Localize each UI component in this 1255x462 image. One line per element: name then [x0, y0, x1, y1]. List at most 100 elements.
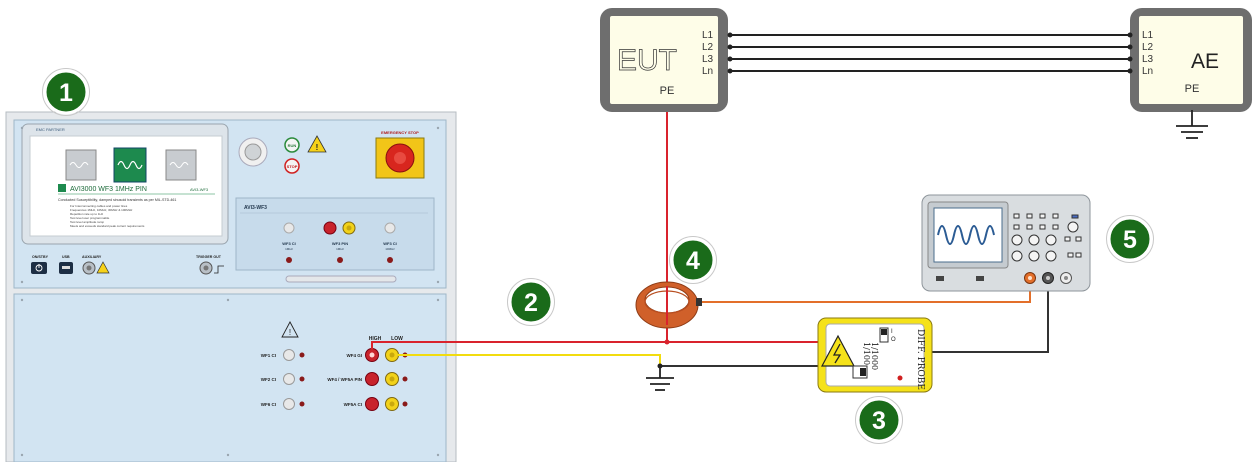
emergency-label: EMERGENCY STOP [381, 130, 419, 135]
output-port[interactable] [283, 349, 295, 361]
module-port-high[interactable] [323, 221, 337, 235]
module-led [387, 257, 393, 263]
badge-4: 4 [669, 236, 717, 284]
screen-wave-tile-left[interactable] [65, 149, 97, 181]
screen-bullets: For Interconnecting cables and power lin… [70, 204, 145, 228]
module-port-sub: 10MHz [385, 247, 395, 251]
badge-number: 5 [1123, 226, 1137, 254]
output-port-high[interactable] [365, 372, 379, 386]
screen-tag: AVI3-WF3 [190, 187, 209, 192]
switch-off-label: O [891, 337, 896, 343]
black-wire [932, 282, 1049, 353]
scope-knob[interactable] [1067, 221, 1079, 233]
terminal-dots [727, 32, 1133, 74]
warning-icon [281, 321, 299, 338]
output-led [402, 401, 408, 407]
stop-label: STOP [287, 164, 298, 169]
output-label: WF4 / WF5A PIN [327, 377, 362, 382]
ae-line-label: L2 [1142, 42, 1154, 53]
ae-box: AE PE L1 L2 L3 Ln [1130, 8, 1252, 112]
low-label: LOW [391, 336, 403, 342]
badge-3: 3 [855, 396, 903, 444]
ground-icon [646, 366, 674, 391]
scope-button[interactable] [936, 276, 944, 281]
scope-key[interactable] [1067, 252, 1074, 258]
screen-bullet: Repetition rate up to 1Hz [70, 212, 104, 216]
screen-bullet: Frequencies 1MHz, 10MHz, 30MHz & 100MHz [70, 208, 133, 212]
module-port-sub: 1MHz [336, 247, 344, 251]
scope-key[interactable] [1026, 224, 1033, 230]
eut-line-label: L1 [702, 30, 714, 41]
output-label: WF6 CI [261, 402, 276, 407]
module-title: AVI3-WF3 [244, 205, 267, 211]
screen-subtitle: Conducted Susceptibility, damped sinusoi… [58, 198, 176, 202]
scope-key[interactable] [1039, 213, 1046, 219]
badge-number: 2 [524, 289, 538, 317]
number-badges: 1 2 3 4 5 [42, 68, 1154, 444]
eut-line-label: L3 [702, 54, 714, 65]
output-ports-right [365, 348, 408, 411]
scope-key[interactable] [1052, 213, 1059, 219]
usb-label: USB [62, 255, 70, 259]
output-led [299, 401, 305, 407]
screen-wave-tile-right[interactable] [165, 149, 197, 181]
onstby-label: ON/STBY [32, 255, 49, 259]
module-port-left[interactable] [283, 222, 295, 234]
wire-junction [664, 339, 670, 345]
badge-number: 4 [686, 247, 700, 275]
scope-knob[interactable] [1028, 250, 1040, 262]
module-port-label: WF3 PIN [332, 241, 348, 246]
scope-knob[interactable] [1045, 234, 1057, 246]
output-port[interactable] [283, 373, 295, 385]
eut-pe-label: PE [660, 85, 675, 97]
scope-key[interactable] [1075, 252, 1082, 258]
scope-button[interactable] [976, 276, 984, 281]
scope-key[interactable] [1013, 224, 1020, 230]
run-button[interactable] [284, 137, 300, 153]
module-led [337, 257, 343, 263]
scope-key[interactable] [1013, 213, 1020, 219]
warning-icon [96, 261, 110, 274]
output-label: WF1 CI [261, 353, 276, 358]
probe-ratio-2: 1/100 [862, 342, 871, 365]
eut-label: EUT [617, 44, 677, 77]
high-voltage-icon [821, 334, 855, 367]
module-led [286, 257, 292, 263]
ae-line-label: L1 [1142, 30, 1154, 41]
badge-5: 5 [1106, 215, 1154, 263]
output-port-high[interactable] [365, 397, 379, 411]
scope-key[interactable] [1039, 224, 1046, 230]
power-lines [728, 34, 1132, 72]
panel-screws [20, 126, 440, 457]
ae-line-label: L3 [1142, 54, 1154, 65]
scope-key[interactable] [1052, 224, 1059, 230]
output-port[interactable] [283, 398, 295, 410]
screen-bullet: For Interconnecting cables and power lin… [70, 204, 128, 208]
module-port-right[interactable] [384, 222, 396, 234]
red-wire [371, 112, 668, 349]
scope-key[interactable] [1071, 214, 1079, 219]
scope-knob[interactable] [1045, 250, 1057, 262]
eut-face [610, 16, 718, 104]
scope-key[interactable] [1026, 213, 1033, 219]
scope-key[interactable] [1064, 236, 1071, 242]
oscilloscope [921, 194, 1091, 292]
stop-button[interactable] [284, 158, 300, 174]
module-port-label: WF3 CI [282, 241, 296, 246]
lower-panel [13, 293, 447, 462]
output-label: WF2 CI [261, 377, 276, 382]
generator-cabinet: EMC PARTNER AVI3000 WF3 1MHz PIN AVI3-WF… [5, 111, 457, 462]
scope-knob[interactable] [1011, 250, 1023, 262]
screen-logo-mark [58, 184, 66, 192]
output-led [299, 376, 305, 382]
scope-key[interactable] [1075, 236, 1082, 242]
eut-box: EUT PE L1 L2 L3 Ln [600, 8, 728, 112]
svg-text:!: ! [289, 328, 291, 337]
probe-title: DIFF. PROBE [915, 329, 925, 390]
brand-label: EMC PARTNER [36, 127, 65, 132]
scope-controls [1011, 213, 1082, 262]
scope-knob[interactable] [1028, 234, 1040, 246]
eut-line-label: Ln [702, 66, 713, 77]
scope-knob[interactable] [1011, 234, 1023, 246]
probe-led [897, 375, 903, 381]
